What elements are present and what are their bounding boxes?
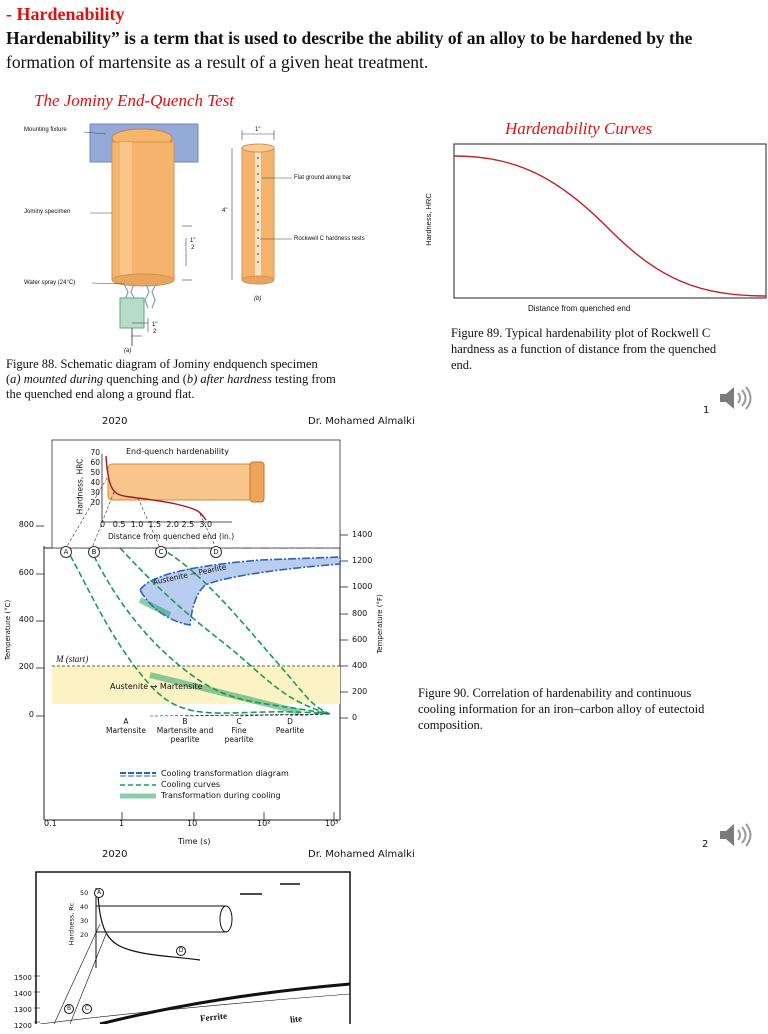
footer-year: 2020 — [102, 416, 128, 427]
label-dim-half-b: 1"2 — [152, 322, 158, 335]
left-ylabel: Temperature (°C) — [4, 599, 13, 661]
intro-line-2: formation of martensite as a result of a… — [6, 52, 429, 72]
section-title: - Hardenability — [6, 4, 125, 24]
curve-marker-b: B — [88, 546, 100, 558]
curves-title: Hardenability Curves — [505, 119, 653, 138]
curve-marker-d: D — [210, 546, 222, 558]
label-jominy-specimen: Jominy specimen — [24, 209, 71, 215]
label-mounting-fixture: Mounting fixture — [24, 127, 67, 133]
scanned-figure — [34, 871, 351, 1024]
hardness-curve — [453, 155, 767, 297]
curve-marker-a: A — [60, 546, 72, 558]
scanned-bar — [95, 905, 227, 933]
curves-ylabel: Hardness, HRC — [423, 193, 433, 246]
xtick-4: 10³ — [325, 819, 339, 828]
page-number: 2 — [702, 839, 709, 850]
xtick-0: 0.1 — [44, 819, 57, 828]
inset-bar — [107, 463, 259, 501]
footer-author: Dr. Mohamed Almalki — [308, 849, 415, 860]
figure-89-caption: Figure 89. Typical hardenability plot of… — [451, 326, 717, 372]
inset-ylabel: Hardness, HRC — [75, 458, 85, 515]
m-start-label: M (start) — [56, 654, 89, 664]
curve-marker-c: C — [155, 546, 167, 558]
inset-xticks: 0 0.5 1.0 1.5 2.0 2.5 3.0 — [100, 520, 213, 529]
plot-frame — [453, 143, 767, 299]
austenite-martensite-label: Austenite → Martensite — [110, 682, 203, 691]
page-number: 1 — [703, 405, 710, 416]
cooling-curves — [65, 547, 331, 715]
inset-hardness-curve — [105, 455, 207, 521]
austenite-pearlite-region — [139, 556, 341, 626]
s3-marker-a: A — [94, 888, 104, 898]
label-dim-half-a: 1"2 — [190, 238, 196, 251]
hardenability-curve-plot — [453, 143, 767, 299]
curves-xlabel: Distance from quenched end — [528, 304, 631, 313]
s3-lite-label: lite — [289, 1013, 303, 1025]
speaker-icon[interactable] — [718, 820, 752, 850]
figure-90-caption: Figure 90. Correlation of hardenability … — [418, 686, 705, 732]
x-axis-label: Time (s) — [178, 837, 211, 846]
intro-line-1: Hardenability” is a term that is used to… — [6, 28, 693, 48]
s3-marker-b: B — [64, 1004, 74, 1014]
label-b: (b) — [254, 296, 262, 302]
slide-2: End-quench hardenability Hardness, HRC 7… — [0, 430, 768, 864]
label-rockwell-tests: Rockwell C hardness tests — [294, 236, 365, 242]
s3-marker-d: D — [176, 946, 186, 956]
label-dim-4in: 4" — [222, 208, 228, 214]
figure-88-caption: Figure 88. Schematic diagram of Jominy e… — [6, 357, 336, 401]
cct-diagram — [36, 439, 348, 821]
xtick-1: 1 — [119, 819, 125, 828]
xtick-2: 10 — [187, 819, 198, 828]
figure-frame — [35, 871, 351, 1024]
water-nozzle — [119, 297, 145, 329]
s3-ylabel: Hardness, Rc — [67, 902, 76, 946]
right-ylabel: Temperature (°F) — [375, 594, 384, 654]
footer-year: 2020 — [102, 849, 128, 860]
inset-xlabel: Distance from quenched end (in.) — [108, 532, 235, 541]
jominy-diagram — [83, 123, 292, 346]
label-a: (a) — [124, 348, 132, 354]
label-flat-ground: Flat ground along bar — [294, 175, 352, 181]
label-water-spray: Water spray (24°C) — [24, 280, 76, 286]
xtick-3: 10² — [257, 819, 271, 828]
jominy-title: The Jominy End-Quench Test — [34, 91, 235, 110]
slide-1: - Hardenability Hardenability” is a term… — [0, 0, 768, 430]
inset-title: End-quench hardenability — [126, 447, 229, 456]
footer-author: Dr. Mohamed Almalki — [308, 416, 415, 427]
s3-marker-c: C — [82, 1004, 92, 1014]
speaker-icon[interactable] — [718, 383, 752, 413]
label-dim-1in: 1" — [255, 127, 261, 133]
